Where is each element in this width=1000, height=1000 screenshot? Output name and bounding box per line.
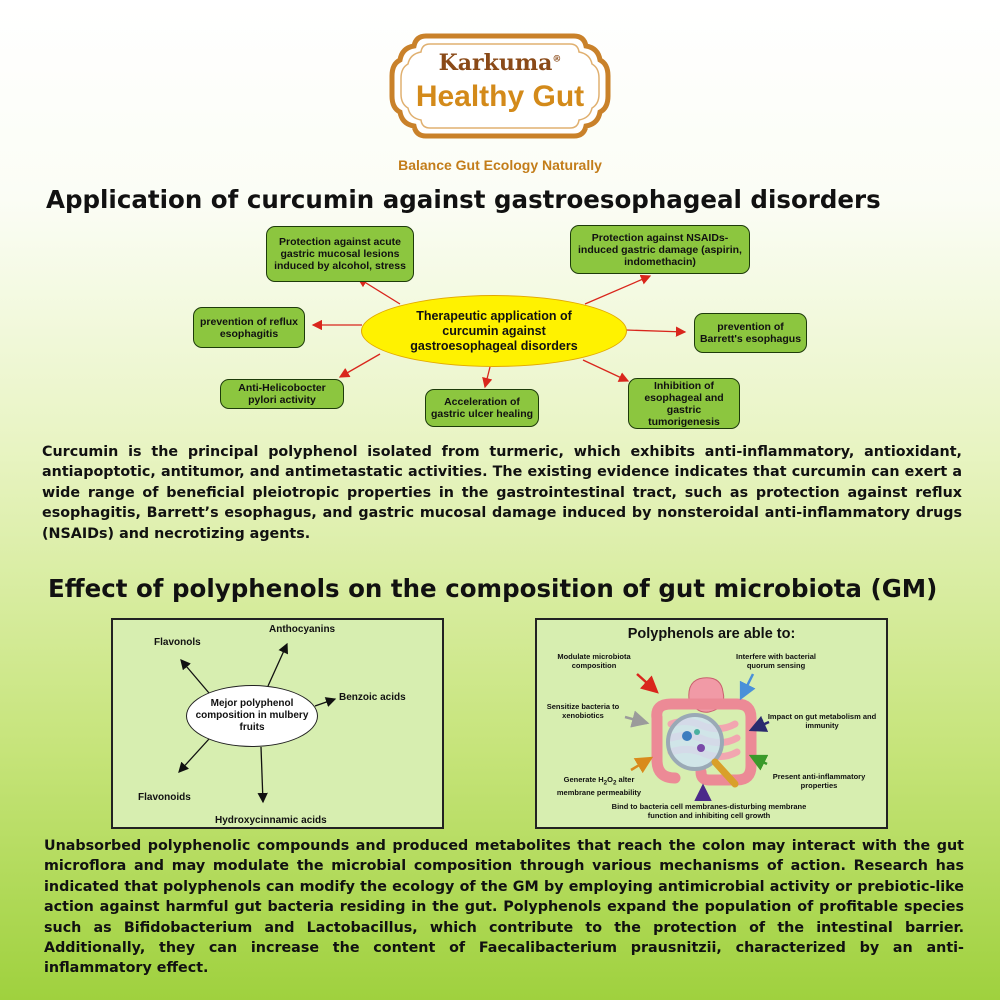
- composition-ellipse: Mejor polyphenol composition in mulbery …: [186, 685, 318, 747]
- label-quorum: Interfere with bacterial quorum sensing: [735, 652, 817, 670]
- arrow-to-nsaids: [584, 274, 652, 305]
- arrow-to-alcohol: [356, 277, 401, 305]
- arrow-to-pylori: [338, 353, 381, 378]
- arrow-to-tumor: [582, 359, 630, 382]
- section2-paragraph: Unabsorbed polyphenolic compounds and pr…: [44, 838, 964, 977]
- panel-right-title: Polyphenols are able to:: [627, 626, 796, 642]
- box-reflux-prevention: prevention of reflux esophagitis: [193, 307, 305, 348]
- gut-illustration-icon: [624, 673, 770, 801]
- box-nsaids-protection: Protection against NSAIDs-induced gastri…: [570, 225, 750, 274]
- logo-product: Healthy Gut: [415, 80, 585, 113]
- logo-brand: Karkuma®: [438, 50, 562, 76]
- box-ulcer-healing: Acceleration of gastric ulcer healing: [425, 389, 539, 427]
- section2-title: Effect of polyphenols on the composition…: [48, 574, 938, 603]
- arrow-to-ulcer: [482, 366, 493, 389]
- brand-logo: Karkuma® Healthy Gut: [386, 30, 614, 142]
- label-h2o2: Generate H2O2 alter membrane permeabilit…: [556, 775, 642, 797]
- panel-left-arrows: [178, 642, 337, 804]
- label-anti-inflammatory: Present anti-inflammatory properties: [772, 772, 866, 790]
- label-modulate: Modulate microbiota composition: [557, 652, 631, 670]
- box-tumor-inhibition: Inhibition of esophageal and gastric tum…: [628, 378, 740, 429]
- label-metabolism: Impact on gut metabolism and immunity: [767, 712, 877, 730]
- polyphenol-actions-panel: Polyphenols are able to: Mod: [535, 618, 888, 829]
- logo-frame-icon: [389, 33, 611, 139]
- box-barrett-prevention: prevention of Barrett's esophagus: [694, 313, 807, 353]
- arrow-to-barrett: [625, 326, 687, 337]
- box-alcohol-protection: Protection against acute gastric mucosal…: [266, 226, 414, 282]
- tagline: Balance Gut Ecology Naturally: [398, 157, 602, 173]
- label-flavonols: Flavonols: [154, 637, 201, 648]
- label-flavonoids: Flavonoids: [138, 792, 191, 803]
- diagram1-arrows: [311, 274, 687, 389]
- box-pylori-activity: Anti-Helicobocter pylori activity: [220, 379, 344, 409]
- label-anthocyanins: Anthocyanins: [269, 624, 336, 635]
- polyphenol-composition-panel: Flavonols Anthocyanins Benzoic acids Fla…: [111, 618, 444, 829]
- label-bind: Bind to bacteria cell membranes-disturbi…: [611, 802, 807, 820]
- label-sensitize: Sensitize bacteria to xenobiotics: [546, 702, 620, 720]
- section1-title: Application of curcumin against gastroes…: [46, 185, 881, 214]
- label-benzoic-acids: Benzoic acids: [339, 692, 406, 703]
- center-ellipse: Therapeutic application of curcumin agai…: [361, 295, 627, 367]
- label-hydroxycinnamic-acids: Hydroxycinnamic acids: [215, 815, 327, 826]
- section1-paragraph: Curcumin is the principal polyphenol iso…: [42, 444, 962, 542]
